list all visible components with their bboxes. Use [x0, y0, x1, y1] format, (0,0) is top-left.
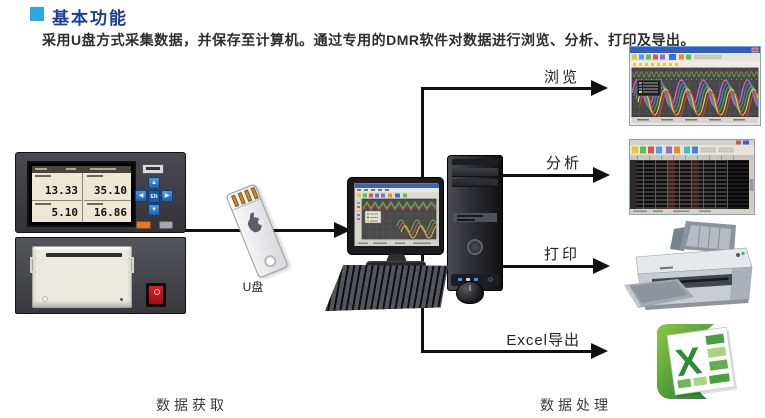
recorder-gray-button — [159, 221, 173, 229]
section-title: 基本功能 — [52, 9, 128, 28]
door-clip-left — [30, 257, 36, 273]
apple-logo-icon — [246, 215, 264, 235]
channel-value: 16.86 — [93, 206, 127, 219]
channel-value: 5.10 — [51, 206, 79, 219]
recorder-nav-pad: ▲ ▼ ◀ ▶ EN — [135, 177, 173, 217]
keyboard — [325, 265, 448, 311]
tower-optical-drive — [452, 168, 498, 177]
paper-slot — [46, 253, 122, 257]
flow-browse-line — [421, 87, 593, 90]
monitor — [347, 177, 444, 255]
tower-led — [474, 278, 478, 281]
tower-power-button — [488, 277, 493, 282]
display-header-bar — [32, 166, 131, 173]
recorder-screen: 13.33 35.10 5.10 16.86 — [27, 161, 136, 227]
recorder-display: 13.33 35.10 5.10 16.86 — [32, 166, 131, 222]
flow-export-arrowhead — [591, 343, 608, 359]
channel-value: 13.33 — [44, 184, 78, 197]
nav-down-button: ▼ — [148, 204, 160, 216]
analyze-table-window — [629, 139, 755, 220]
recorder-orange-button — [136, 221, 151, 229]
flow-export-label: Excel导出 — [506, 332, 580, 349]
nav-right-button: ▶ — [161, 190, 173, 202]
tower-emblem — [467, 239, 483, 255]
nav-left-button: ◀ — [135, 190, 147, 202]
flow-print-arrowhead — [593, 258, 610, 274]
label-data-acquisition: 数据获取 — [156, 397, 228, 413]
monitor-base — [366, 261, 426, 269]
door-screw — [120, 298, 123, 301]
section-description: 采用U盘方式采集数据，并保存至计算机。通过专用的DMR软件对数据进行浏览、分析、… — [42, 32, 695, 48]
door-clip-right — [128, 257, 134, 273]
pc-tower — [447, 155, 503, 291]
display-cell: 35.10 — [84, 173, 131, 201]
dmr-software-screen — [354, 183, 439, 246]
nav-up-button: ▲ — [148, 177, 160, 189]
display-cell: 5.10 — [32, 201, 83, 222]
nav-enter-button: EN — [148, 190, 160, 203]
door-indent — [42, 296, 48, 302]
tower-vent — [452, 159, 498, 165]
flow-export-line — [421, 350, 593, 353]
browse-waveform-window — [629, 46, 761, 131]
flow-analyze-arrowhead — [593, 167, 610, 183]
flow-analyze-label: 分析 — [545, 155, 582, 172]
section-accent-square — [30, 7, 44, 21]
usb-connector-pins — [226, 184, 261, 211]
display-cell: 16.86 — [84, 201, 131, 222]
printer-image — [622, 219, 762, 324]
tower-led — [458, 278, 462, 281]
channel-value: 35.10 — [93, 184, 127, 197]
flow-print-label: 打印 — [543, 246, 580, 263]
flow-print-line — [463, 265, 595, 268]
recorder-usb-port — [142, 164, 164, 174]
recorder-bottom-unit — [15, 237, 186, 314]
usb-label: U盘 — [242, 280, 264, 294]
display-cell: 13.33 — [32, 173, 83, 201]
tower-card-reader — [453, 213, 497, 222]
recorder-paper-door — [30, 246, 134, 308]
arrow-recorder-to-pc-head — [334, 222, 351, 238]
flow-browse-label: 浏览 — [543, 69, 580, 86]
mouse — [456, 281, 484, 304]
flow-analyze-line — [463, 174, 595, 177]
recorder-top-unit: 13.33 35.10 5.10 16.86 ▲ ▼ ◀ ▶ EN — [15, 152, 186, 233]
flow-browse-arrowhead — [591, 80, 608, 96]
power-switch — [146, 283, 166, 307]
excel-icon: X — [641, 323, 743, 406]
tower-drive-bay — [452, 179, 498, 187]
usb-lanyard-hole — [262, 253, 279, 270]
tower-led — [466, 278, 470, 281]
power-rocker — [149, 286, 163, 304]
label-data-processing: 数据处理 — [540, 397, 612, 413]
monitor-stand — [386, 254, 407, 262]
